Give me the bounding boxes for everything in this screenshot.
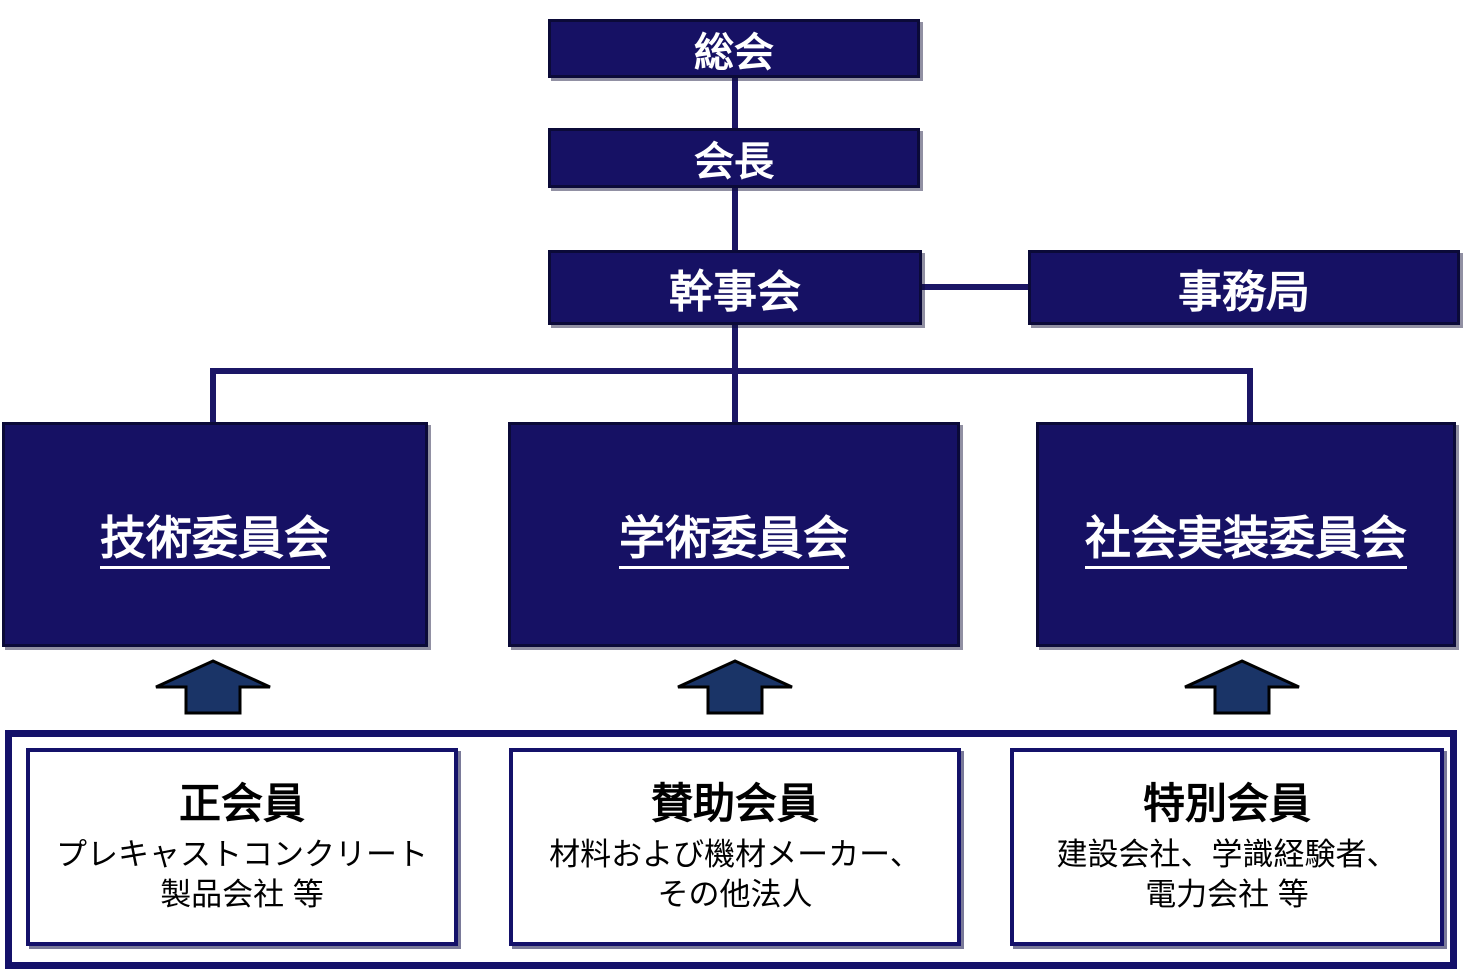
- up-arrow-icon: [1184, 659, 1300, 715]
- connector-line: [732, 185, 738, 253]
- node-general-assembly: 総会: [548, 19, 920, 78]
- connector-line: [920, 284, 1030, 290]
- member-title: 賛助会員: [650, 779, 819, 827]
- connector-line: [1247, 368, 1253, 424]
- committee-academic: 学術委員会: [508, 422, 960, 647]
- member-desc-line: 電力会社 等: [1145, 877, 1309, 913]
- committee-technical: 技術委員会: [2, 422, 428, 647]
- connector-line: [732, 322, 738, 372]
- member-desc-line: 建設会社、学識経験者、: [1056, 836, 1398, 872]
- connector-line: [732, 368, 738, 424]
- member-title: 正会員: [178, 779, 305, 827]
- node-secretariat: 事務局: [1028, 250, 1460, 325]
- committee-social-implementation: 社会実装委員会: [1036, 422, 1456, 647]
- up-arrow-icon: [155, 659, 271, 715]
- node-secretary-meeting: 幹事会: [548, 250, 922, 325]
- connector-line: [210, 368, 216, 424]
- member-regular: 正会員 プレキャストコンクリート 製品会社 等: [26, 748, 458, 946]
- member-desc-line: プレキャストコンクリート: [56, 836, 428, 872]
- connector-line: [732, 78, 738, 131]
- member-desc-line: その他法人: [657, 877, 813, 913]
- connector-line: [210, 368, 1253, 374]
- member-supporting: 賛助会員 材料および機材メーカー、 その他法人: [509, 748, 961, 946]
- member-title: 特別会員: [1142, 779, 1311, 827]
- node-chairman: 会長: [548, 128, 920, 188]
- member-special: 特別会員 建設会社、学識経験者、 電力会社 等: [1010, 748, 1444, 946]
- member-desc-line: 製品会社 等: [160, 877, 324, 913]
- up-arrow-icon: [677, 659, 793, 715]
- member-desc-line: 材料および機材メーカー、: [549, 836, 921, 872]
